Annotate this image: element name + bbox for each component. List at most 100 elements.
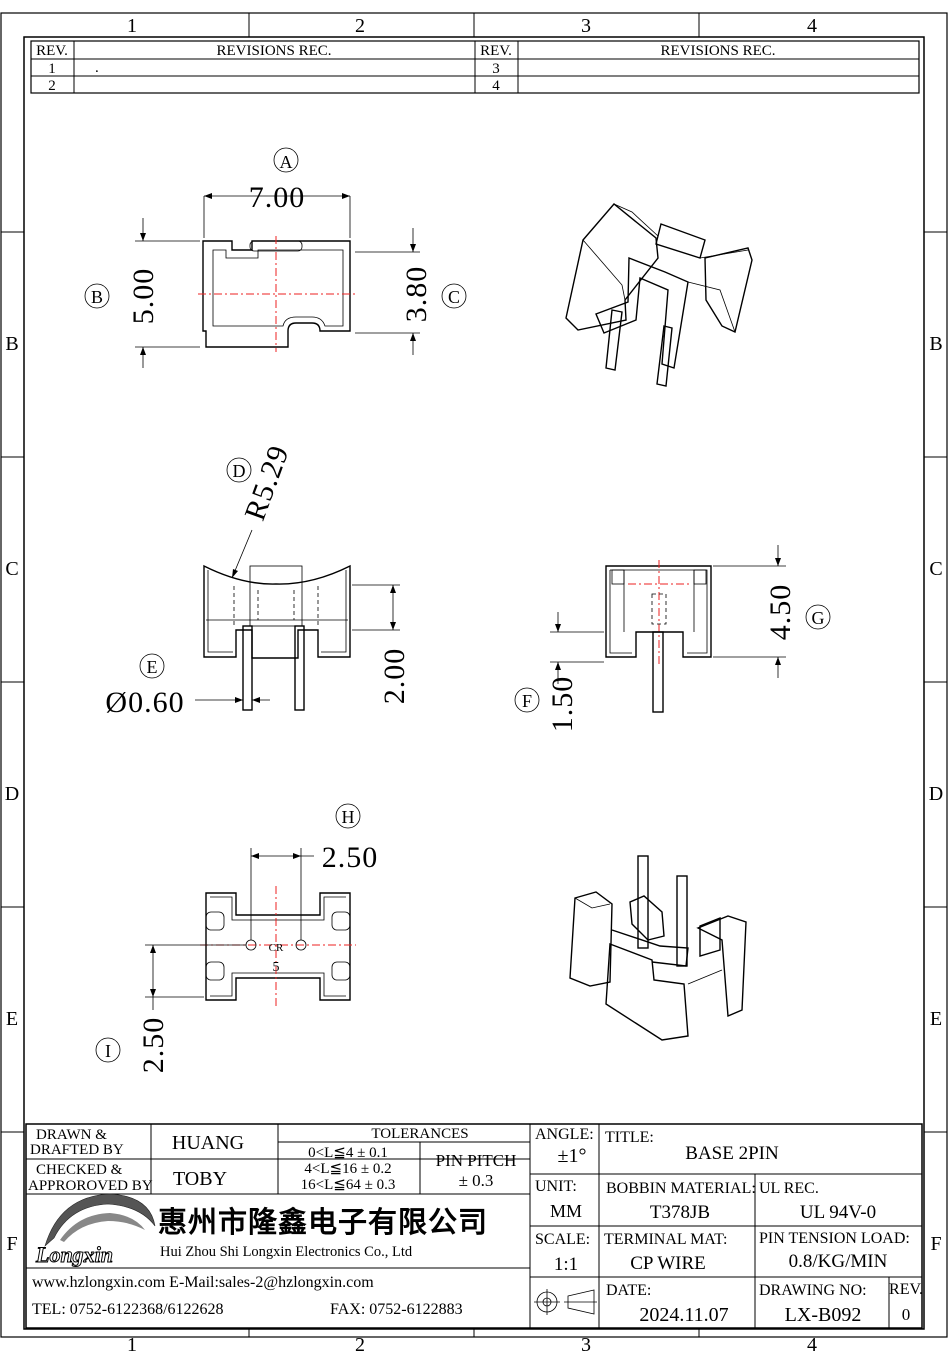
zone-col-1: 1	[127, 15, 137, 37]
tolerance-2: 4<L≦16 ± 0.2	[304, 1161, 391, 1177]
angle-value: ±1°	[558, 1145, 587, 1167]
dim-total-height: 4.50	[764, 584, 797, 641]
zone-row-d-right: D	[929, 783, 943, 805]
zone-row-e-right: E	[930, 1008, 942, 1030]
rev-number-2: 2	[48, 78, 56, 94]
zone-row-f: F	[6, 1233, 17, 1255]
bobbin-material-value: T378JB	[650, 1202, 710, 1223]
drawn-label-1: DRAWN &	[36, 1127, 107, 1143]
revisions-header-right: REVISIONS REC.	[660, 43, 775, 59]
dim-width-7: 7.00	[249, 181, 306, 214]
callout-e: E	[147, 657, 158, 677]
company-name-en: Hui Zhou Shi Longxin Electronics Co., Lt…	[160, 1244, 413, 1260]
drawing-number-value: LX-B092	[785, 1304, 862, 1326]
logo-text: Longxin	[35, 1242, 113, 1267]
isometric-view-bottom	[569, 855, 747, 1041]
zone-col-3-bottom: 3	[581, 1334, 591, 1353]
bottom-view-outline	[205, 892, 351, 1001]
pin-pitch-value: ± 0.3	[459, 1171, 494, 1190]
checked-by-value: TOBY	[173, 1168, 227, 1190]
zone-col-1-bottom: 1	[127, 1334, 137, 1353]
side-view-outline	[605, 565, 712, 658]
callout-h: H	[342, 807, 355, 827]
callout-i: I	[105, 1041, 111, 1061]
unit-value: MM	[550, 1201, 582, 1221]
rev-value: 0	[902, 1305, 911, 1324]
pin-tension-value: 0.8/KG/MIN	[789, 1251, 888, 1272]
isometric-view-top	[565, 203, 753, 387]
zone-row-f-right: F	[930, 1233, 941, 1255]
tolerances-header: TOLERANCES	[371, 1126, 468, 1142]
terminal-material-label: TERMINAL MAT:	[604, 1231, 728, 1248]
side-view: G 4.50 F 1.50	[514, 545, 831, 733]
zone-row-d: D	[5, 783, 19, 805]
callout-b: B	[91, 287, 103, 307]
dim-radius: R5.29	[238, 441, 296, 525]
callout-a: A	[280, 152, 293, 172]
dim-base-height: 1.50	[546, 676, 579, 733]
bottom-center-mark: CR	[269, 942, 284, 954]
dim-height-5: 5.00	[127, 268, 160, 325]
revisions-table: REV. REVISIONS REC. REV. REVISIONS REC. …	[30, 40, 920, 94]
dim-pitch-x: 2.50	[322, 841, 379, 874]
projection-symbol-icon	[534, 1289, 597, 1315]
zone-row-c: C	[5, 558, 18, 580]
scale-label: SCALE:	[535, 1231, 590, 1248]
tolerance-1: 0<L≦4 ± 0.1	[308, 1145, 388, 1161]
title-block: DRAWN & DRAFTED BY HUANG CHECKED & APPRO…	[25, 1123, 923, 1329]
drawn-by-value: HUANG	[172, 1132, 244, 1154]
zone-col-2: 2	[355, 15, 365, 37]
callout-d: D	[233, 461, 246, 481]
ul-value: UL 94V-0	[800, 1202, 876, 1223]
company-tel: TEL: 0752-6122368/6122628	[32, 1301, 224, 1318]
terminal-material-value: CP WIRE	[630, 1253, 705, 1274]
checked-label-1: CHECKED &	[36, 1162, 123, 1178]
rev-number-4: 4	[492, 78, 500, 94]
bottom-view: CR 5 H 2.50 I 2.50	[95, 803, 379, 1074]
dim-pin-length: 2.00	[378, 648, 411, 705]
front-view-outline	[203, 564, 351, 659]
zone-row-b-right: B	[929, 333, 942, 355]
zone-col-4-bottom: 4	[807, 1334, 817, 1353]
zone-row-b: B	[5, 333, 18, 355]
angle-label: ANGLE:	[535, 1126, 594, 1143]
dim-inner-3-8: 3.80	[400, 266, 433, 323]
company-logo: Longxin	[35, 1193, 156, 1268]
zone-row-e: E	[6, 1008, 18, 1030]
drawing-number-label: DRAWING NO:	[759, 1282, 867, 1299]
rev-header-right: REV.	[480, 43, 512, 59]
zone-col-4: 4	[807, 15, 817, 37]
rev-number-1: 1	[48, 61, 56, 77]
rev-header-left: REV.	[36, 43, 68, 59]
callout-c: C	[448, 287, 460, 307]
company-name-cn: 惠州市隆鑫电子有限公司	[158, 1205, 488, 1239]
pin-pitch-label: PIN PITCH	[436, 1151, 517, 1170]
revisions-header-left: REVISIONS REC.	[216, 43, 331, 59]
title-value: BASE 2PIN	[685, 1143, 779, 1164]
company-fax: FAX: 0752-6122883	[330, 1301, 463, 1318]
top-view-outline	[202, 240, 351, 348]
zone-col-3: 3	[581, 15, 591, 37]
dim-pitch-y: 2.50	[137, 1017, 170, 1074]
front-view: D R5.29 E Ø0.60 2.00	[105, 441, 411, 719]
ul-label: UL REC.	[759, 1180, 819, 1197]
title-label: TITLE:	[605, 1129, 654, 1146]
rev-label: REV.	[889, 1281, 923, 1298]
bottom-center-mark-2: 5	[273, 960, 280, 975]
tolerance-3: 16<L≦64 ± 0.3	[301, 1177, 396, 1193]
unit-label: UNIT:	[535, 1178, 577, 1195]
drawn-label-2: DRAFTED BY	[30, 1142, 124, 1158]
bobbin-material-label: BOBBIN MATERIAL:	[606, 1180, 756, 1197]
rev-record-1: .	[95, 60, 99, 76]
date-value: 2024.11.07	[639, 1304, 728, 1326]
zone-row-c-right: C	[929, 558, 942, 580]
rev-number-3: 3	[492, 61, 500, 77]
zone-labels: 1 2 3 4 1 2 3 4 B C D E F B C D E F	[5, 15, 943, 1353]
scale-value: 1:1	[554, 1254, 578, 1275]
date-label: DATE:	[606, 1282, 651, 1299]
sheet-border	[0, 12, 948, 1338]
callout-f: F	[522, 691, 532, 711]
top-view: A 7.00 B 5.00 C 3.80	[84, 147, 467, 368]
dim-pin-diameter: Ø0.60	[105, 686, 184, 719]
